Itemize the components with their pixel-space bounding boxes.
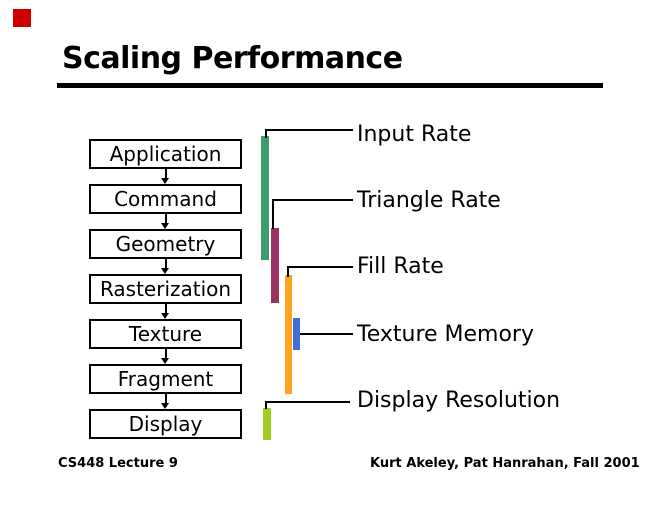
flow-arrow-icon xyxy=(160,304,171,319)
label-fill-rate: Fill Rate xyxy=(357,254,444,279)
stage-box-texture: Texture xyxy=(89,319,242,349)
flow-arrow-icon xyxy=(160,394,171,409)
flow-arrow-icon xyxy=(160,349,171,364)
connector-fill-rate xyxy=(287,266,289,277)
connector-triangle-rate xyxy=(272,199,353,201)
flow-arrow-icon xyxy=(160,169,171,184)
stage-label: Command xyxy=(114,187,217,211)
stage-label: Texture xyxy=(128,322,203,346)
footer-authors: Kurt Akeley, Pat Hanrahan, Fall 2001 xyxy=(370,456,640,471)
flow-arrow-icon xyxy=(160,214,171,229)
connector-texture-memory xyxy=(300,333,353,335)
stage-box-fragment: Fragment xyxy=(89,364,242,394)
label-texture-memory: Texture Memory xyxy=(357,322,534,347)
red-corner-marker xyxy=(13,9,31,27)
stage-label: Rasterization xyxy=(99,277,232,301)
bar-triangle-rate xyxy=(271,228,279,303)
footer-course: CS448 Lecture 9 xyxy=(58,456,178,471)
connector-display-resolution xyxy=(265,401,350,403)
stage-box-command: Command xyxy=(89,184,242,214)
connector-display-resolution xyxy=(265,401,267,409)
stage-label: Fragment xyxy=(117,367,214,391)
page-title: Scaling Performance xyxy=(62,41,403,76)
connector-fill-rate xyxy=(287,266,353,268)
label-input-rate: Input Rate xyxy=(357,122,472,147)
stage-box-application: Application xyxy=(89,139,242,169)
stage-label: Geometry xyxy=(115,232,216,256)
bar-input-rate xyxy=(261,136,269,260)
bar-display-resolution xyxy=(263,408,271,440)
stage-box-rasterization: Rasterization xyxy=(89,274,242,304)
label-display-resolution: Display Resolution xyxy=(357,388,561,413)
stage-box-geometry: Geometry xyxy=(89,229,242,259)
label-triangle-rate: Triangle Rate xyxy=(357,188,501,213)
stage-box-display: Display xyxy=(89,409,242,439)
bar-texture-memory xyxy=(293,318,300,350)
bar-fill-rate xyxy=(285,275,292,394)
stage-label: Application xyxy=(109,142,222,166)
connector-triangle-rate xyxy=(272,199,274,229)
connector-input-rate xyxy=(265,129,353,131)
flow-arrow-icon xyxy=(160,259,171,274)
stage-label: Display xyxy=(128,412,203,436)
title-underline xyxy=(57,83,603,88)
connector-input-rate xyxy=(265,129,267,138)
